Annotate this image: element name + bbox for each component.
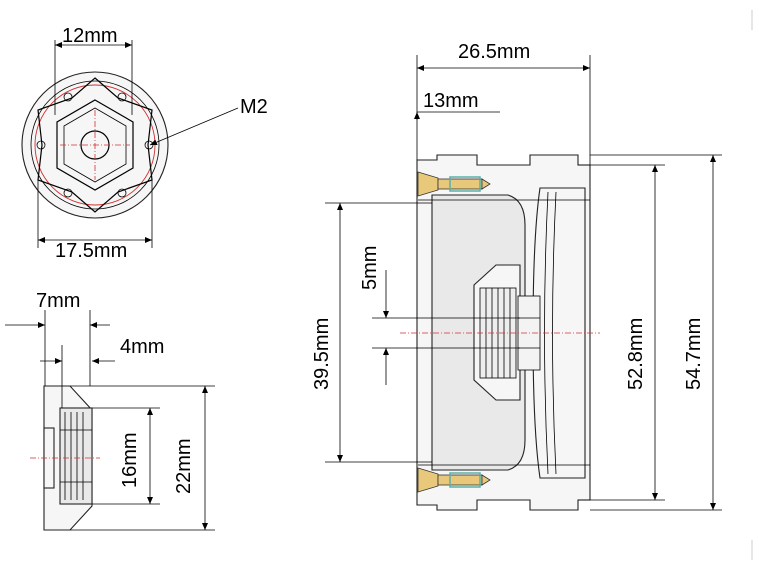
screw-bottom: [417, 467, 491, 493]
screw-top: [417, 171, 491, 197]
hub-star-outline: [37, 77, 153, 213]
main-section-view: 26.5mm 13mm 39.5mm 5mm 52.8mm 54.7mm: [311, 41, 722, 511]
dim-16mm: 16mm: [119, 432, 141, 488]
hex-socket: [56, 99, 134, 191]
hub-inner-circle: [30, 80, 160, 210]
top-view: 12mm M2 17.5mm: [21, 25, 268, 262]
dim-39-5mm: 39.5mm: [311, 318, 333, 390]
small-teeth: [60, 412, 92, 500]
dim-7mm: 7mm: [36, 290, 80, 312]
dim-13mm: 13mm: [423, 90, 479, 112]
dim-5mm: 5mm: [359, 246, 381, 290]
label-m2: M2: [240, 96, 268, 118]
small-side-view: 7mm 4mm 16mm 22mm: [5, 290, 215, 531]
dim-12mm: 12mm: [62, 25, 118, 47]
dim-17-5mm: 17.5mm: [55, 240, 127, 262]
dim-4mm: 4mm: [120, 336, 164, 358]
dim-54-7mm: 54.7mm: [683, 318, 705, 390]
dim-26-5mm: 26.5mm: [458, 41, 530, 63]
dim-52-8mm: 52.8mm: [625, 318, 647, 390]
bolt-holes: [36, 92, 154, 198]
hex-socket-inner: [63, 107, 127, 183]
dim-22mm: 22mm: [173, 438, 195, 494]
